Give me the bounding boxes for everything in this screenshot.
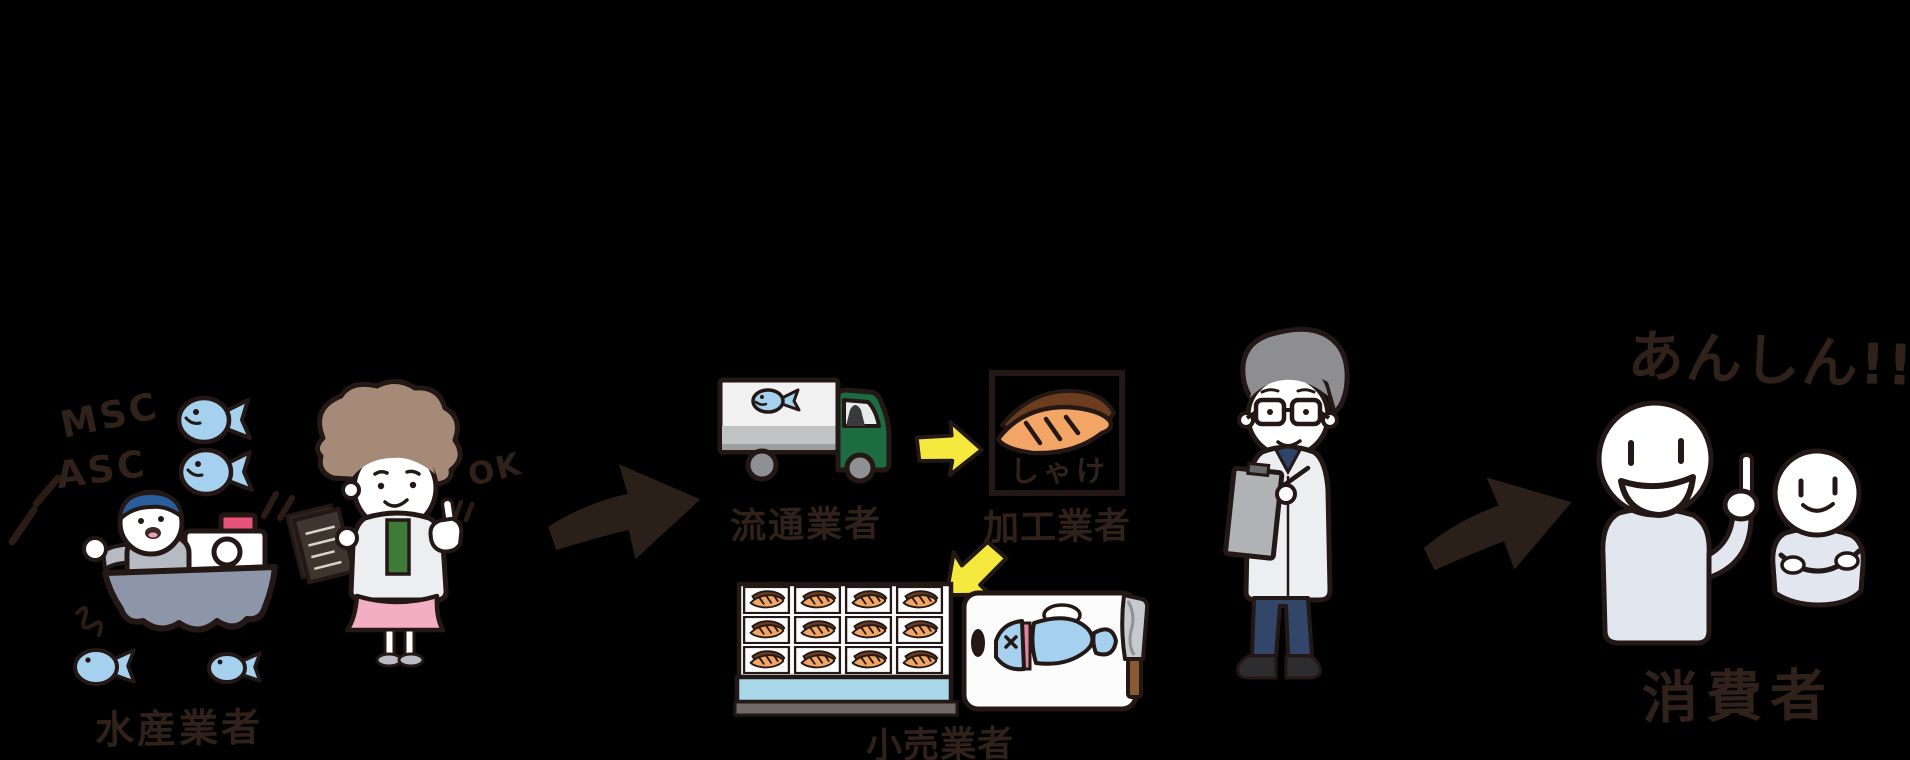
salmon-package-icon xyxy=(989,370,1125,496)
salmon-package xyxy=(742,586,791,614)
wave-squiggle xyxy=(75,605,103,637)
emphasis-dashes-icon xyxy=(261,491,295,521)
glasses-icon xyxy=(1245,397,1331,427)
consumer-head xyxy=(1772,448,1862,538)
emphasis-dashes-icon xyxy=(8,474,62,546)
board-handle-hole xyxy=(971,629,985,657)
stage-label-retail: 小売業者 xyxy=(865,723,1015,760)
knife-icon xyxy=(1120,593,1150,699)
consumer-body xyxy=(1770,525,1866,608)
emphasis-dashes-icon xyxy=(452,499,475,523)
salmon-package xyxy=(793,616,842,644)
display-base xyxy=(733,700,959,717)
stage-label-distribution: 流通業者 xyxy=(729,503,883,548)
fisherman-cap xyxy=(118,491,184,521)
salmon-package xyxy=(895,616,944,644)
shoe-icon xyxy=(1284,654,1322,680)
package-text: しゃけ xyxy=(1010,454,1110,488)
smile-mouth xyxy=(1618,474,1696,518)
fisherman xyxy=(82,489,192,588)
fish-logo-icon xyxy=(751,388,801,414)
shoe-icon xyxy=(1236,654,1278,680)
salmon-package xyxy=(793,646,842,674)
stage-label-fishery: 水産業者 xyxy=(94,705,264,754)
truck-wheel xyxy=(745,448,779,482)
auditor-illustration xyxy=(1223,326,1350,680)
certified-fish-icon xyxy=(176,395,254,497)
cert-msc-text: MSC xyxy=(56,384,164,447)
cut-fish-icon xyxy=(994,603,1118,672)
thumbs-up-icon xyxy=(1722,453,1760,522)
truck-wheel xyxy=(844,452,876,484)
salmon-package xyxy=(844,646,893,674)
flow-arrow xyxy=(548,464,701,560)
salmon-package xyxy=(844,586,893,614)
package-outline xyxy=(989,370,1125,496)
delivery-truck-icon xyxy=(717,377,892,484)
inspector-woman-illustration xyxy=(284,379,464,668)
consumer-adult xyxy=(1596,400,1760,646)
salmon-package xyxy=(895,586,944,614)
checklist-papers xyxy=(284,502,357,585)
seafood-display-case xyxy=(733,581,959,717)
stage-label-consumers: 消費者 xyxy=(1641,663,1835,732)
speech-text-anshin: あんしん!! xyxy=(1626,324,1910,399)
ok-text: OK xyxy=(464,445,526,495)
driver-silhouette xyxy=(846,405,865,426)
consumers-illustration xyxy=(1596,400,1866,646)
salmon-package xyxy=(742,646,791,674)
consumer-body xyxy=(1600,505,1712,646)
porthole-icon xyxy=(211,536,243,568)
swimming-fish-icon xyxy=(73,648,262,686)
auditor-pants xyxy=(1250,596,1314,658)
cutting-board-illustration xyxy=(961,590,1150,712)
stage-label-processing: 加工業者 xyxy=(982,505,1132,550)
yellow-arrow-icon xyxy=(913,418,988,480)
display-shelf xyxy=(734,674,954,705)
fishing-boat-illustration xyxy=(75,489,278,637)
clipboard-icon xyxy=(1223,461,1285,561)
salmon-package xyxy=(742,616,791,644)
salmon-package xyxy=(895,646,944,674)
woman-apron xyxy=(385,518,411,576)
woman-skirt xyxy=(344,593,446,633)
salmon-package xyxy=(793,586,842,614)
salmon-package xyxy=(844,616,893,644)
thumbs-up-icon xyxy=(428,497,464,554)
salmon-fillet-icon xyxy=(995,388,1116,456)
consumer-child xyxy=(1770,448,1866,608)
flow-arrow xyxy=(1423,477,1572,571)
boat-hull xyxy=(102,564,278,633)
